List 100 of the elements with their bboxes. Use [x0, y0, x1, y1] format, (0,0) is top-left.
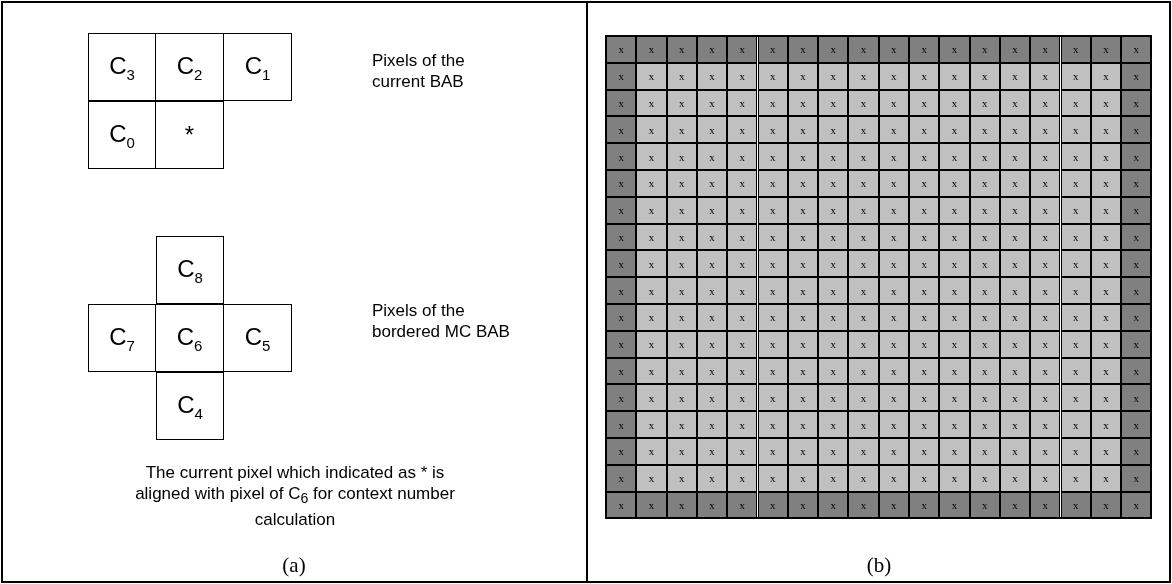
- grid-cell: x: [606, 357, 637, 385]
- grid-cell: x: [636, 330, 667, 358]
- grid-cell: x: [939, 89, 970, 117]
- grid-cell: x: [666, 116, 697, 144]
- grid-cell: x: [757, 491, 788, 519]
- grid-cell: x: [727, 170, 758, 197]
- grid-cell: x: [636, 250, 667, 278]
- grid-cell: x: [909, 384, 940, 412]
- grid-cell: x: [636, 438, 667, 465]
- grid-cell: x: [606, 438, 637, 465]
- grid-cell: x: [848, 438, 879, 465]
- grid-cell: x: [787, 116, 819, 144]
- grid-cell: x: [818, 464, 849, 492]
- grid-cell: x: [1030, 170, 1061, 197]
- grid-cell: x: [848, 491, 879, 519]
- grid-cell: x: [909, 143, 940, 170]
- grid-cell: x: [848, 223, 879, 251]
- grid-cell: x: [939, 62, 970, 90]
- grid-cell: x: [818, 89, 849, 117]
- grid-cell: x: [848, 464, 879, 492]
- grid-cell: x: [939, 438, 970, 465]
- grid-cell: x: [969, 170, 1000, 197]
- grid-cell: x: [1030, 330, 1061, 358]
- grid-cell: x: [999, 384, 1031, 412]
- grid-cell: x: [1121, 384, 1152, 412]
- grid-cell: x: [848, 277, 879, 304]
- grid-cell: x: [757, 36, 788, 63]
- grid-cell: x: [727, 357, 758, 385]
- grid-cell: x: [787, 411, 819, 438]
- grid-cell: x: [696, 116, 728, 144]
- grid-cell: x: [757, 357, 788, 385]
- grid-cell: x: [787, 277, 819, 304]
- grid-cell: x: [878, 304, 909, 331]
- grid-cell: x: [606, 277, 637, 304]
- grid-cell: x: [666, 411, 697, 438]
- grid-cell: x: [727, 250, 758, 278]
- pixel-cell: C$_{0}$: [88, 101, 156, 169]
- grid-cell: x: [727, 196, 758, 224]
- grid-cell: x: [696, 304, 728, 331]
- grid-cell: x: [848, 304, 879, 331]
- grid-cell: x: [1121, 491, 1152, 519]
- pixel-cell: C$_{6}$: [156, 304, 224, 372]
- grid-cell: x: [696, 384, 728, 412]
- grid-cell: x: [818, 143, 849, 170]
- grid-cell: x: [939, 116, 970, 144]
- grid-cell: x: [727, 411, 758, 438]
- grid-cell: x: [939, 491, 970, 519]
- grid-cell: x: [636, 384, 667, 412]
- grid-cell: x: [999, 143, 1031, 170]
- grid-cell: x: [969, 277, 1000, 304]
- grid-cell: x: [878, 36, 909, 63]
- grid-cell: x: [1030, 357, 1061, 385]
- grid-cell: x: [1030, 250, 1061, 278]
- grid-cell: x: [848, 250, 879, 278]
- grid-cell: x: [909, 62, 940, 90]
- panel-label: (b): [865, 553, 893, 578]
- grid-cell: x: [636, 464, 667, 492]
- grid-cell: x: [1121, 464, 1152, 492]
- grid-cell: x: [818, 223, 849, 251]
- grid-cell: x: [606, 304, 637, 331]
- grid-cell: x: [909, 464, 940, 492]
- grid-cell: x: [969, 250, 1000, 278]
- grid-cell: x: [787, 170, 819, 197]
- grid-cell: x: [606, 464, 637, 492]
- grid-cell: x: [727, 143, 758, 170]
- grid-cell: x: [787, 438, 819, 465]
- grid-cell: x: [636, 116, 667, 144]
- grid-cell: x: [757, 62, 788, 90]
- panel-label: (a): [281, 553, 307, 578]
- grid-cell: x: [606, 384, 637, 412]
- grid-cell: x: [848, 36, 879, 63]
- grid-cell: x: [818, 491, 849, 519]
- grid-cell: x: [939, 357, 970, 385]
- grid-cell: x: [1121, 330, 1152, 358]
- grid-cell: x: [1060, 438, 1091, 465]
- grid-cell: x: [1060, 116, 1091, 144]
- grid-cell: x: [757, 330, 788, 358]
- grid-cell: x: [606, 143, 637, 170]
- grid-cell: x: [1060, 250, 1091, 278]
- grid-cell: x: [606, 196, 637, 224]
- grid-cell: x: [606, 250, 637, 278]
- grid-cell: x: [848, 89, 879, 117]
- grid-cell: x: [1121, 438, 1152, 465]
- caption-text: The current pixel which indicated as * is aligned with pixel of C$_{6}$ for context number calculation: [134, 462, 456, 531]
- grid-cell: x: [636, 277, 667, 304]
- grid-cell: x: [848, 357, 879, 385]
- grid-cell: x: [939, 330, 970, 358]
- grid-cell: x: [666, 143, 697, 170]
- grid-cell: x: [606, 223, 637, 251]
- grid-cell: x: [999, 411, 1031, 438]
- grid-cell: x: [1060, 143, 1091, 170]
- grid-cell: x: [636, 170, 667, 197]
- grid-cell: x: [696, 170, 728, 197]
- grid-cell: x: [1090, 277, 1122, 304]
- grid-cell: x: [818, 116, 849, 144]
- pixel-cell: C$_{7}$: [88, 304, 156, 372]
- grid-cell: x: [848, 330, 879, 358]
- grid-cell: x: [1060, 384, 1091, 412]
- grid-cell: x: [727, 89, 758, 117]
- note-text: Pixels of the bordered MC BAB: [372, 300, 511, 342]
